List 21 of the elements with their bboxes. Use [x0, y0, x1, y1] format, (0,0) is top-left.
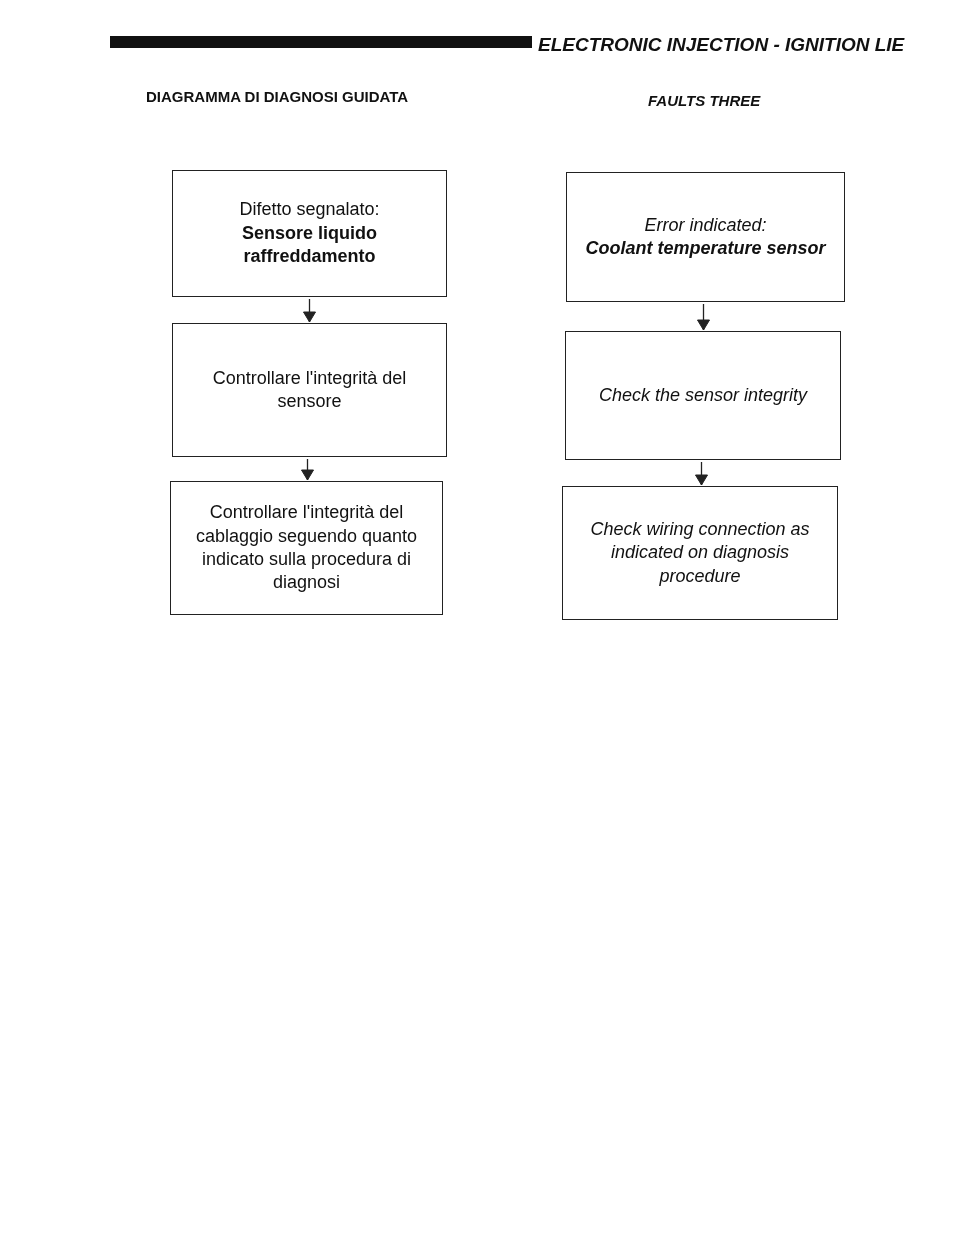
box-heading: Error indicated:	[644, 213, 767, 237]
double-arrow	[695, 461, 708, 486]
process-box	[562, 486, 838, 620]
box-text: Coolant temperature sensor	[585, 237, 826, 260]
double-arrow	[301, 458, 314, 481]
process-box	[566, 172, 845, 302]
process-box	[172, 323, 447, 457]
double-arrow	[303, 298, 316, 323]
header-title: ELECTRONIC INJECTION - IGNITION LIE	[538, 34, 905, 56]
box-text: Sensore liquido raffreddamento	[241, 221, 378, 269]
double-arrow	[697, 303, 710, 331]
box-text: Controllare l'integrità del sensore	[211, 366, 408, 413]
box-text: Check wiring connection as indicated on diagnosis procedure	[589, 517, 811, 588]
process-box	[172, 170, 447, 297]
box-heading: Difetto segnalato:	[239, 198, 380, 222]
section-heading: FAULTS THREE	[648, 92, 761, 109]
process-box	[565, 331, 841, 460]
section-heading: DIAGRAMMA DI DIAGNOSI GUIDATA	[146, 88, 409, 105]
box-text: Check the sensor integrity	[598, 383, 808, 407]
process-box	[170, 481, 443, 615]
box-text: Controllare l'integrità del cablaggio seguendo quanto indicato sulla procedura di diagnosi	[194, 501, 419, 595]
